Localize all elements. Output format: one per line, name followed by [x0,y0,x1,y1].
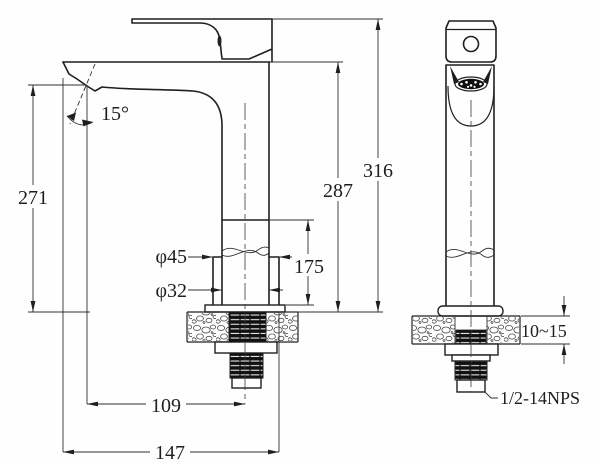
fastening-right [444,343,499,393]
fastening-left [214,341,278,389]
dim-lower-body-height: 175 [294,256,324,278]
dim-body-diameter: φ32 [155,280,187,302]
front-view [411,20,521,393]
dim-deck-thickness: 10~15 [521,321,567,341]
handle-knob [445,20,497,63]
inner-wedge-left [450,66,459,84]
thread-tail [229,352,264,379]
dim-spout-reach: 109 [151,395,181,417]
body-break-line-front [445,247,495,258]
dim-height-to-body-top: 287 [323,180,353,202]
handle-lever [131,18,273,63]
handle-button [462,35,480,53]
dim-overall-height: 316 [363,160,393,182]
dimension-arrows [30,19,567,455]
dim-spout-height: 271 [18,187,48,209]
inner-wedge-right [483,66,492,84]
mounting-flange-front [437,305,504,317]
dim-spout-angle: 15° [101,103,129,125]
angle-reference-line [69,63,96,125]
dimension-labels: 271 15° 287 316 175 φ45 φ32 109 147 10~1… [14,103,580,464]
side-view [62,18,299,404]
dim-overall-reach: 147 [155,442,185,464]
tail-end [231,377,262,389]
spout-and-body [62,61,286,313]
aerator [458,78,484,90]
lever-neck-shade [217,35,222,47]
dim-base-diameter: φ45 [155,246,187,268]
countertop-right [411,315,521,345]
spout-front [445,64,495,307]
angle-arc [66,115,94,126]
dimension-lines [28,18,570,453]
body-break-line [221,246,270,257]
lock-nut-front [444,343,499,356]
countertop-left [186,311,299,343]
lock-nut [214,341,278,354]
dim-thread-spec: 1/2-14NPS [500,388,580,408]
threaded-shank [228,311,267,343]
